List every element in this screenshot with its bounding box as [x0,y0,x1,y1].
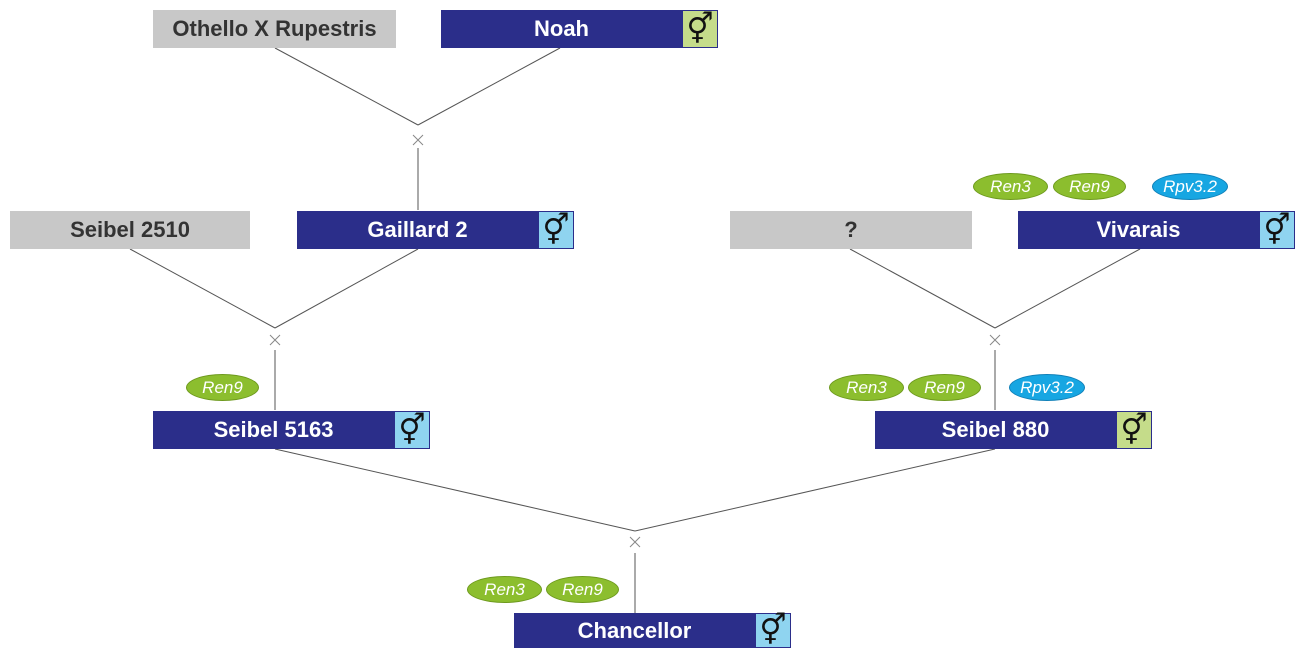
gene-badge-rpv3-2: Rpv3.2 [1152,173,1228,200]
hermaphrodite-icon: ⚥ [1259,211,1295,249]
node-label: Seibel 880 [875,411,1116,449]
node-seibel-5163: Seibel 5163 ⚥ [153,411,430,449]
node-noah: Noah ⚥ [441,10,718,48]
hermaphrodite-icon: ⚥ [394,411,430,449]
node-vivarais: Vivarais ⚥ [1018,211,1295,249]
gene-badge-ren9: Ren9 [186,374,259,401]
node-label: Gaillard 2 [297,211,538,249]
node-seibel-2510: Seibel 2510 [10,211,250,249]
node-unknown-parent: ? [730,211,972,249]
hermaphrodite-icon: ⚥ [682,10,718,48]
hermaphrodite-icon: ⚥ [538,211,574,249]
node-gaillard-2: Gaillard 2 ⚥ [297,211,574,249]
node-label: Seibel 5163 [153,411,394,449]
hermaphrodite-icon: ⚥ [755,613,791,648]
node-chancellor: Chancellor ⚥ [514,613,791,648]
node-label: Chancellor [514,613,755,648]
cross-marker [412,134,424,146]
gene-badge-rpv3-2: Rpv3.2 [1009,374,1085,401]
gene-badge-ren9: Ren9 [1053,173,1126,200]
node-label: Vivarais [1018,211,1259,249]
gene-badge-ren3: Ren3 [973,173,1048,200]
hermaphrodite-icon: ⚥ [1116,411,1152,449]
node-label: Othello X Rupestris [172,16,377,41]
gene-badge-ren9: Ren9 [908,374,981,401]
cross-marker [269,334,281,346]
node-label: ? [844,217,858,242]
gene-badge-ren3: Ren3 [467,576,542,603]
node-label: Seibel 2510 [70,217,190,242]
node-othello-x-rupestris: Othello X Rupestris [153,10,396,48]
cross-marker [989,334,1001,346]
cross-marker [629,536,641,548]
node-seibel-880: Seibel 880 ⚥ [875,411,1152,449]
gene-badge-ren3: Ren3 [829,374,904,401]
gene-badge-ren9: Ren9 [546,576,619,603]
node-label: Noah [441,10,682,48]
